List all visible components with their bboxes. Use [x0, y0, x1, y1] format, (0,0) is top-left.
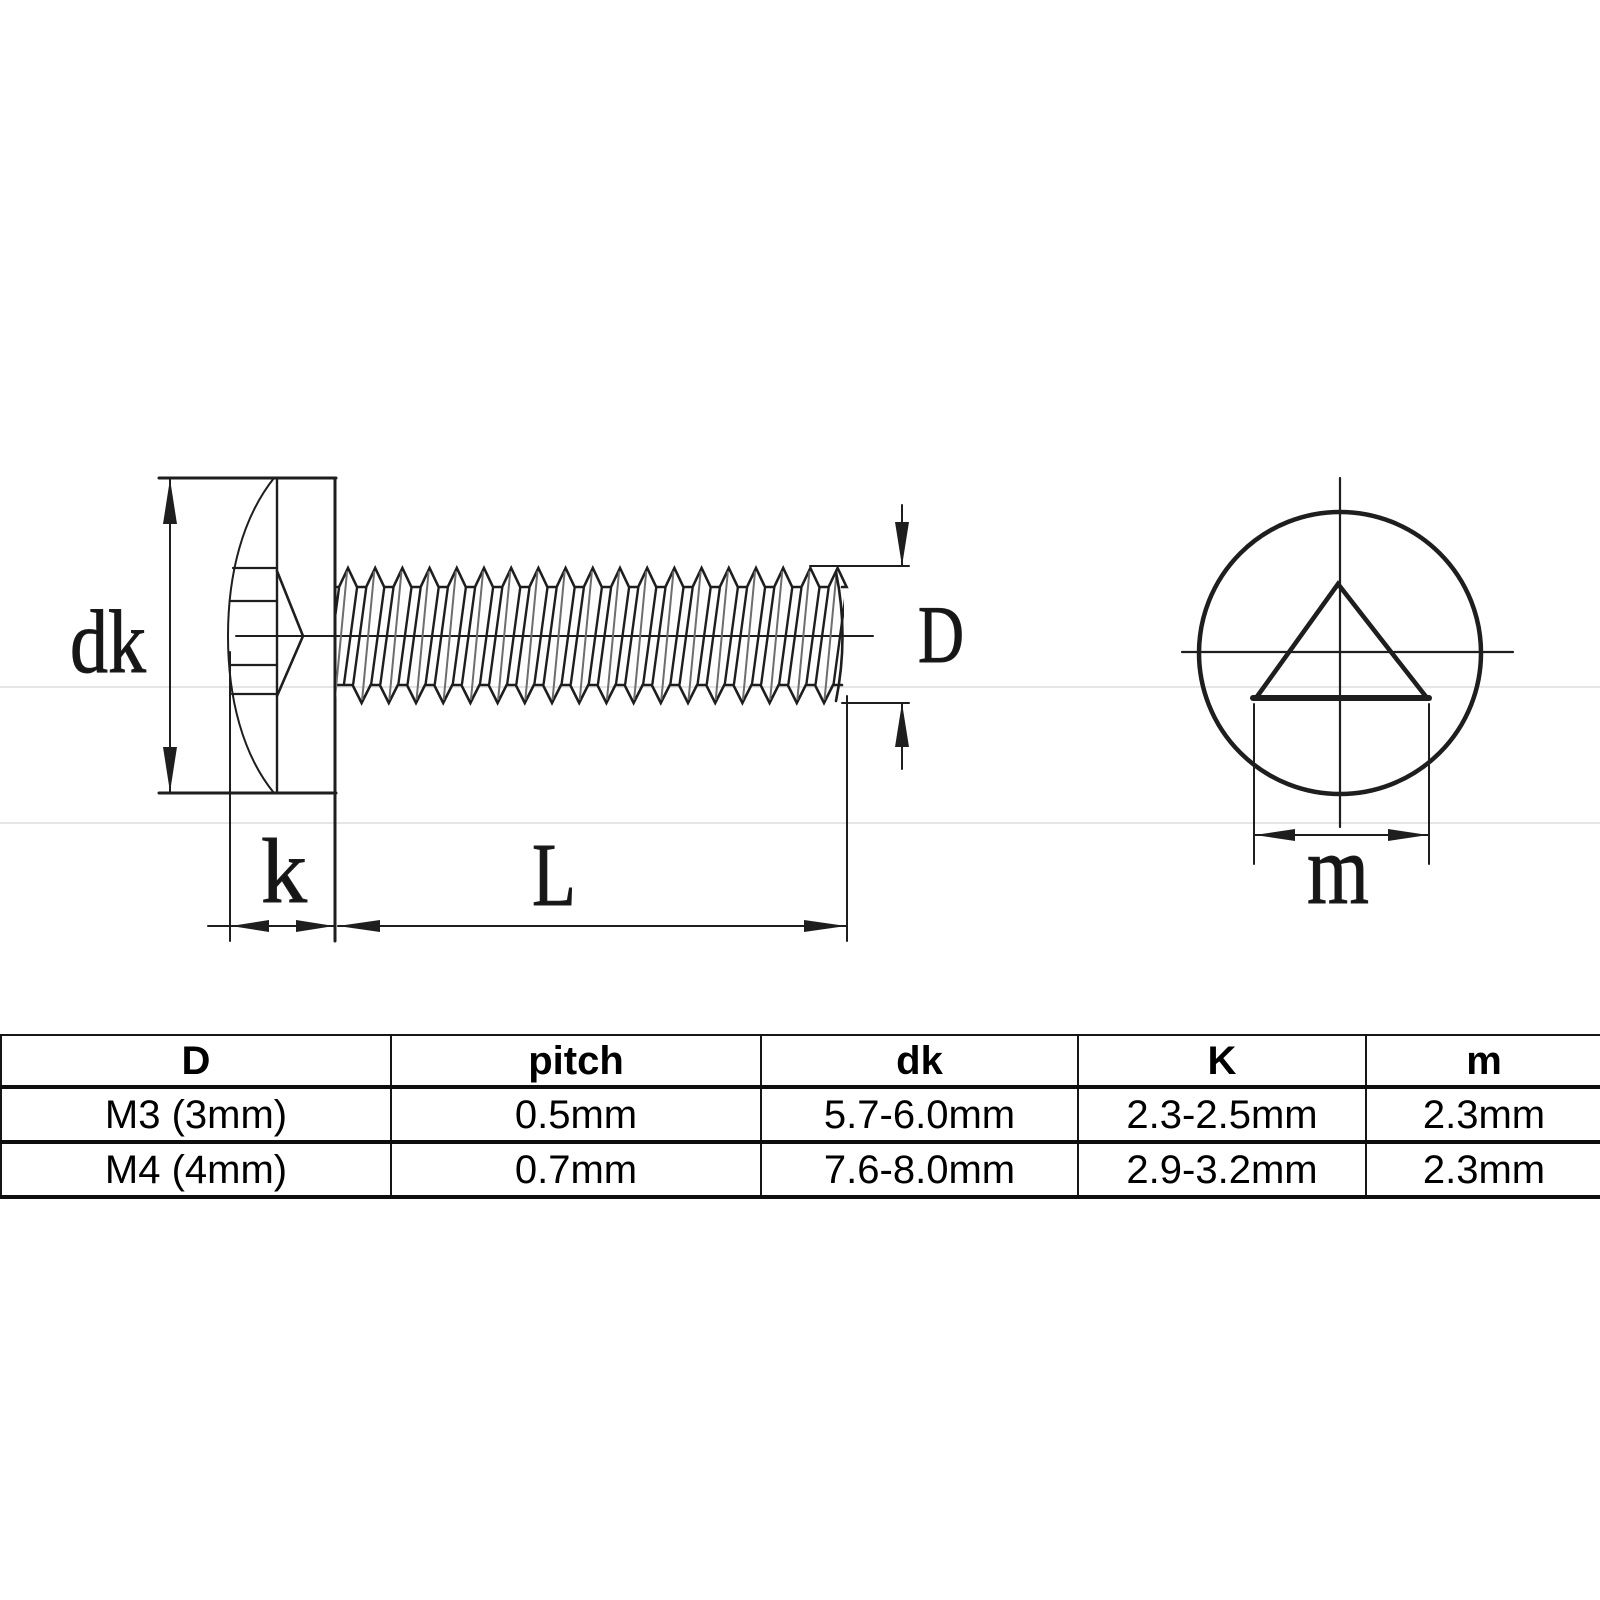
cell-size: M3 (3mm) — [1, 1087, 391, 1144]
thread-top-crest — [335, 564, 849, 589]
cell-pitch: 0.7mm — [390, 1142, 761, 1197]
head-hatch-lines — [229, 566, 279, 696]
dimension-D — [809, 504, 910, 770]
cell-m: 2.3mm — [1365, 1142, 1600, 1197]
col-header-pitch: pitch — [390, 1035, 761, 1089]
head-dome-curve — [226, 477, 275, 794]
technical-drawing: dk k L D m — [0, 476, 1600, 943]
label-L: L — [532, 826, 576, 925]
spec-table: D pitch dk K m M3 (3mm) 0.5mm 5.7-6.0mm … — [0, 1034, 1600, 1199]
table-header-row: D pitch dk K m — [1, 1035, 1600, 1089]
thread-bottom-crest — [335, 683, 844, 706]
col-header-K: K — [1077, 1035, 1366, 1089]
label-k: k — [261, 820, 307, 922]
screw-head — [157, 476, 338, 943]
threaded-shank — [335, 564, 849, 706]
cell-K: 2.3-2.5mm — [1077, 1087, 1366, 1144]
recess-section-triangle — [275, 569, 305, 698]
screw-top-view: m — [1180, 476, 1515, 926]
cell-m: 2.3mm — [1365, 1087, 1600, 1144]
label-D: D — [918, 589, 964, 680]
col-header-dk: dk — [760, 1035, 1078, 1089]
thread-end-cap — [834, 570, 844, 703]
cell-dk: 5.7-6.0mm — [760, 1087, 1078, 1144]
dimension-dk — [163, 478, 177, 793]
table-row-m4: M4 (4mm) 0.7mm 7.6-8.0mm 2.9-3.2mm 2.3mm — [1, 1142, 1600, 1197]
screw-side-view: dk k L D — [70, 476, 965, 943]
triangle-recess — [1251, 580, 1432, 701]
col-header-m: m — [1365, 1035, 1600, 1089]
label-dk: dk — [70, 593, 146, 692]
thread-flank-lines — [336, 571, 844, 700]
label-m: m — [1307, 814, 1369, 925]
cell-dk: 7.6-8.0mm — [760, 1142, 1078, 1197]
col-header-D: D — [1, 1035, 391, 1089]
table-row-m3: M3 (3mm) 0.5mm 5.7-6.0mm 2.3-2.5mm 2.3mm — [1, 1087, 1600, 1144]
dimension-m — [1253, 703, 1430, 865]
cell-size: M4 (4mm) — [104, 1147, 288, 1192]
cell-K: 2.9-3.2mm — [1077, 1142, 1366, 1197]
scan-artifact-lines — [0, 686, 1600, 824]
dimension-k-L — [207, 651, 848, 942]
cell-pitch: 0.5mm — [390, 1087, 761, 1144]
